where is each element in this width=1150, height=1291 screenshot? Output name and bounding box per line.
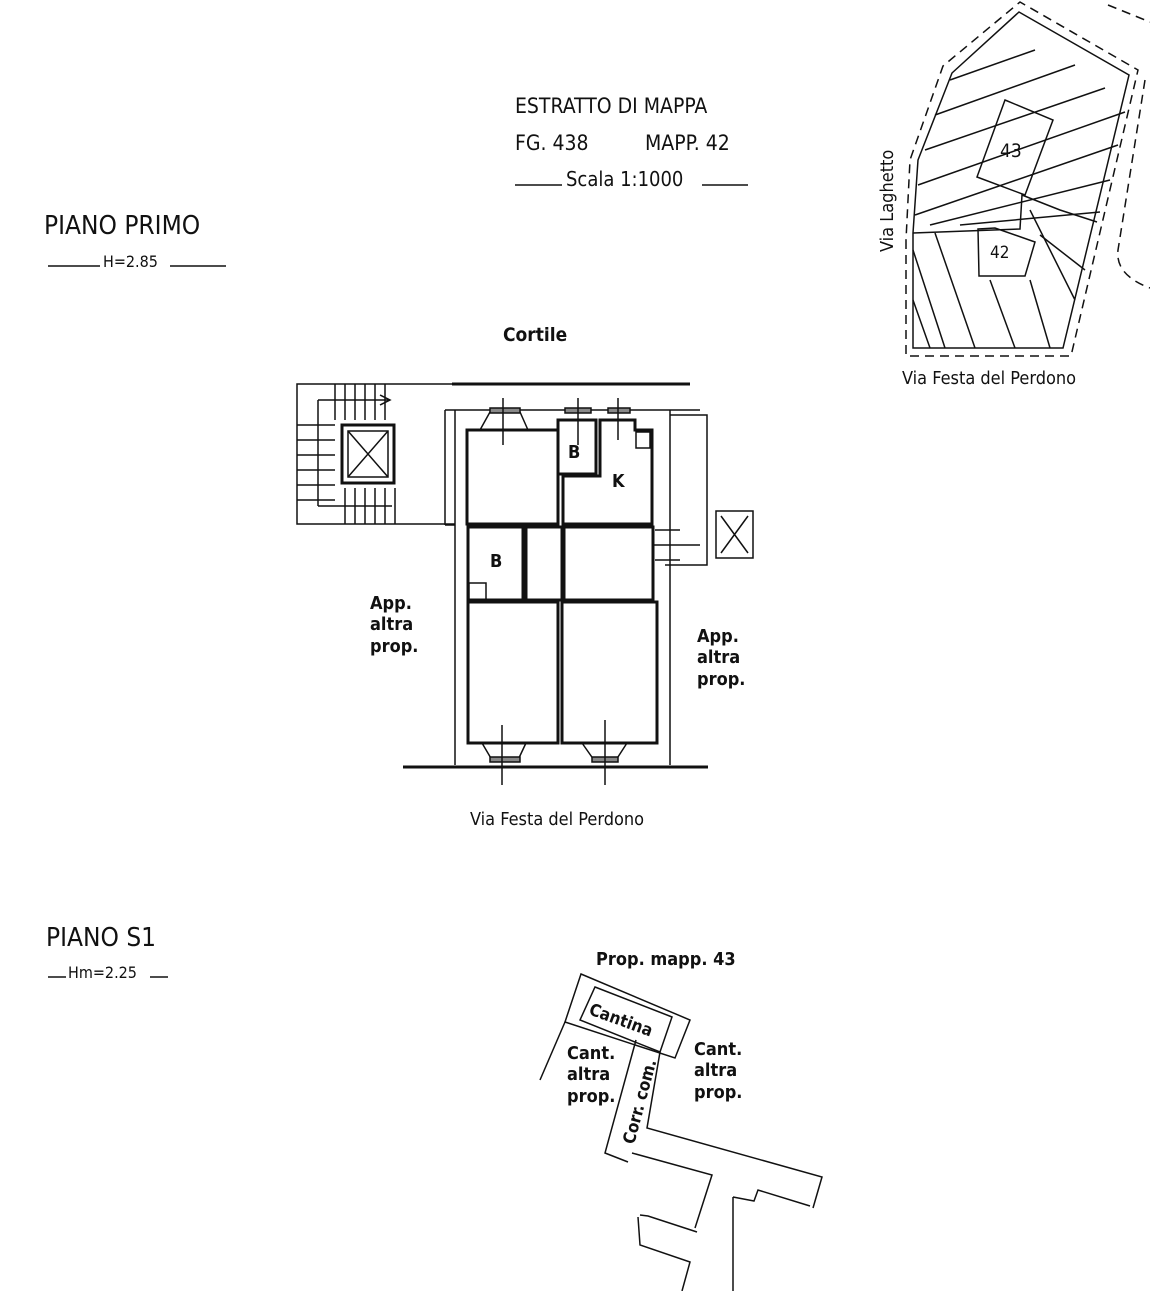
street-via-festa-plan: Via Festa del Perdono — [470, 809, 644, 830]
windows — [479, 398, 631, 785]
basement-title: PIANO S1 — [46, 923, 156, 953]
basement-height: Hm=2.25 — [68, 963, 137, 982]
neighbor-left-label: App. altra prop. — [370, 593, 418, 657]
svg-text:prop.: prop. — [370, 636, 418, 657]
cellar-neighbor-right: Cant. altra prop. — [694, 1039, 742, 1103]
stairs — [297, 384, 396, 524]
first-floor-height: H=2.85 — [103, 252, 158, 271]
first-floor-plan: PIANO PRIMO H=2.85 Cortile — [44, 211, 754, 830]
svg-text:Cant.: Cant. — [694, 1039, 742, 1060]
common-corridor-label: Corr. com. — [620, 1057, 662, 1146]
basement-plan: PIANO S1 Hm=2.25 Prop. mapp. 43 Cantina … — [46, 923, 823, 1291]
neighbor-right-label: App. altra prop. — [697, 626, 745, 690]
parcel-43-label: 43 — [1000, 140, 1022, 162]
room-bath-1: B — [568, 442, 580, 463]
parcel-number: MAPP. 42 — [645, 131, 730, 155]
cellar-neighbor-left: Cant. altra prop. — [567, 1043, 615, 1107]
owner-label: Prop. mapp. 43 — [596, 949, 736, 970]
map-extract-header: ESTRATTO DI MAPPA FG. 438 MAPP. 42 Scala… — [515, 94, 748, 191]
parcel-42-label: 42 — [990, 243, 1009, 263]
room-kitchen: K — [612, 471, 626, 492]
svg-text:altra: altra — [694, 1060, 737, 1081]
svg-text:App.: App. — [370, 593, 412, 614]
svg-text:App.: App. — [697, 626, 739, 647]
svg-text:Cant.: Cant. — [567, 1043, 615, 1064]
svg-text:prop.: prop. — [694, 1082, 742, 1103]
svg-text:altra: altra — [697, 647, 740, 668]
street-via-laghetto: Via Laghetto — [877, 150, 898, 252]
scale-label: Scala 1:1000 — [566, 167, 683, 191]
svg-text:altra: altra — [370, 614, 413, 635]
first-floor-title: PIANO PRIMO — [44, 211, 200, 241]
svg-text:altra: altra — [567, 1064, 610, 1085]
room-bath-2: B — [490, 551, 502, 572]
header-title: ESTRATTO DI MAPPA — [515, 94, 707, 118]
sheet-number: FG. 438 — [515, 131, 589, 155]
svg-text:prop.: prop. — [697, 669, 745, 690]
hatch-42 — [912, 209, 1086, 349]
courtyard-label: Cortile — [503, 324, 567, 346]
map-extract: 43 42 Via Laghetto Via Festa del Perdono — [877, 1, 1150, 389]
street-via-festa-map: Via Festa del Perdono — [902, 368, 1076, 389]
hatch-43 — [914, 49, 1126, 226]
svg-text:prop.: prop. — [567, 1086, 615, 1107]
